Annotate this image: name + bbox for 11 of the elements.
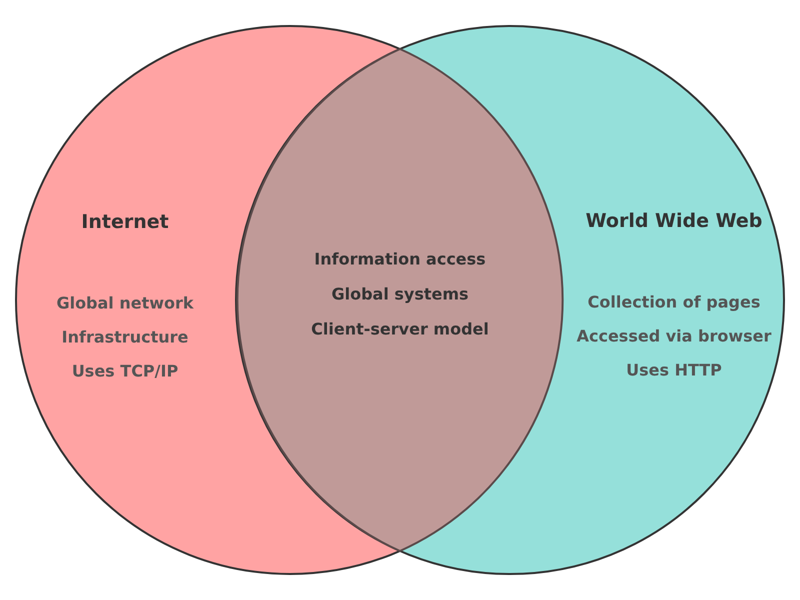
set-item: Infrastructure	[62, 328, 188, 346]
shared-item: Client-server model	[311, 320, 489, 338]
shared-item: Global systems	[331, 284, 469, 304]
shared-item: Information access	[314, 250, 486, 268]
set-item: Global network	[56, 294, 194, 312]
set-item: Uses HTTP	[626, 360, 722, 380]
set-title: World Wide Web	[586, 210, 762, 232]
set-item: Accessed via browser	[576, 326, 772, 346]
set-item: Collection of pages	[588, 292, 760, 312]
set-title: Internet	[81, 211, 169, 233]
set-item: Uses TCP/IP	[72, 362, 178, 380]
